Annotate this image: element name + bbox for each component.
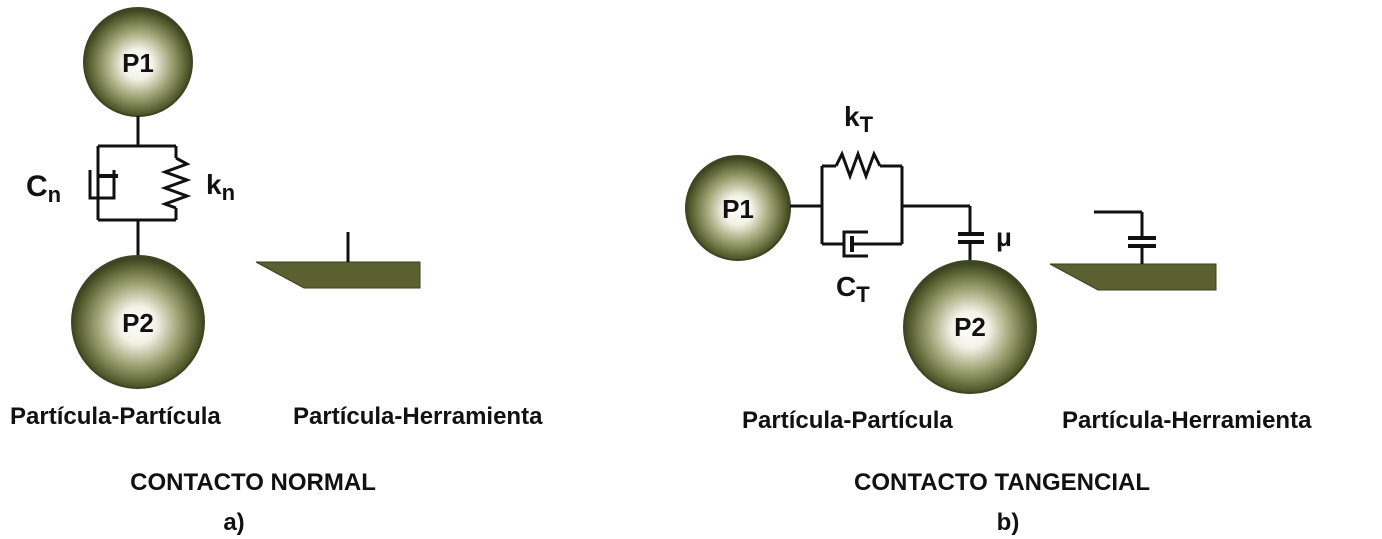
normal-spring-damper — [88, 116, 192, 256]
kt-symbol: kT — [844, 101, 874, 137]
mu-symbol: μ — [996, 222, 1012, 252]
label-particle-particle-a: Partícula-Partícula — [10, 403, 221, 430]
panel-a: P1 Cn kn P2 Partícula-Partícul — [10, 7, 543, 536]
tool-b — [1049, 210, 1217, 291]
panel-a-tag: a) — [223, 509, 244, 536]
particle-p1-a: P1 — [83, 7, 193, 117]
svg-text:P2: P2 — [954, 312, 986, 342]
particle-p1-b: P1 — [685, 155, 791, 261]
ct-symbol: CT — [836, 271, 870, 307]
particle-p1-label: P1 — [122, 48, 154, 78]
label-particle-particle-b: Partícula-Partícula — [742, 407, 953, 434]
label-particle-tool-b: Partícula-Herramienta — [1062, 407, 1312, 434]
particle-p2-a: P2 — [71, 255, 205, 389]
panel-b-title: CONTACTO TANGENCIAL — [854, 469, 1150, 496]
tangential-spring-damper — [790, 149, 984, 262]
tool-a — [255, 232, 421, 289]
label-particle-tool-a: Partícula-Herramienta — [293, 403, 543, 430]
panel-b-tag: b) — [997, 509, 1020, 536]
panel-a-title: CONTACTO NORMAL — [130, 469, 376, 496]
particle-p2-label: P2 — [122, 308, 154, 338]
panel-b: P1 kT CT μ P2 — [685, 101, 1312, 536]
svg-text:P1: P1 — [722, 194, 754, 224]
particle-p2-b: P2 — [903, 260, 1037, 394]
kn-symbol: kn — [206, 169, 235, 205]
cn-symbol: Cn — [26, 170, 61, 207]
